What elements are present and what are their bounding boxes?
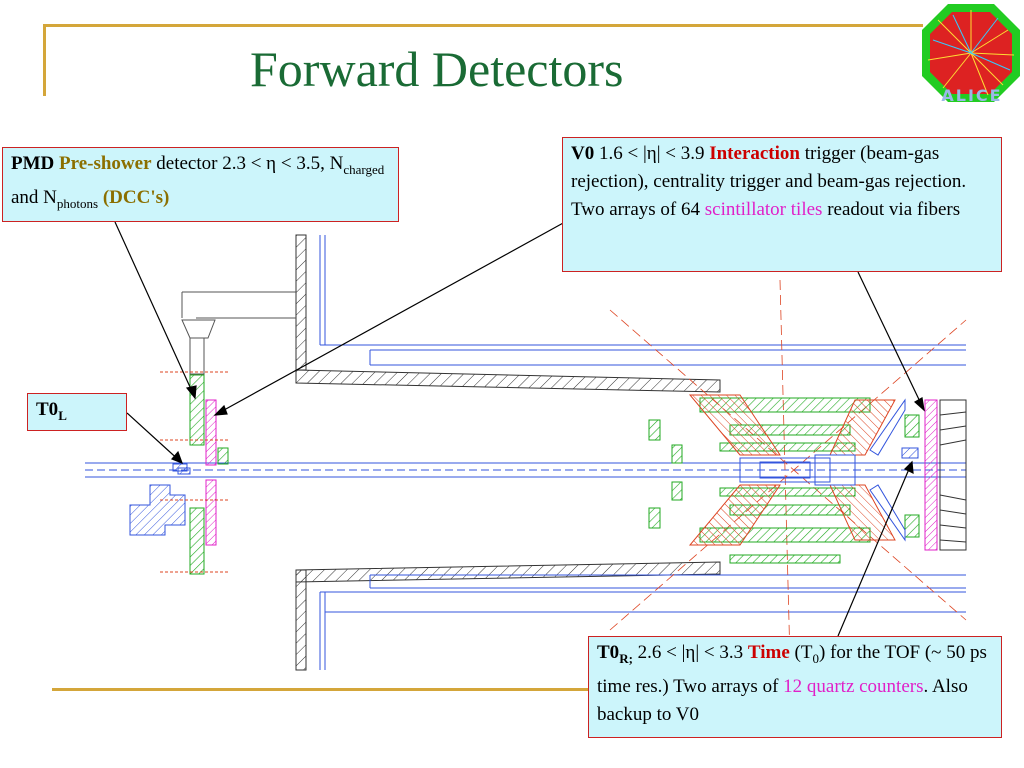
red-cone-structure	[688, 394, 896, 546]
v0-desc-end: readout via fibers	[822, 199, 961, 220]
left-red-frame	[160, 371, 230, 573]
t0r-desc3: . Also backup to V0	[597, 675, 968, 725]
dcc-text: (DCC's)	[98, 186, 170, 208]
pmd-label: PMD	[11, 153, 55, 174]
interaction-text: Interaction	[709, 143, 800, 164]
t0r-sub: R;	[619, 650, 633, 666]
v0-label: V0	[571, 143, 595, 164]
t0l-detector	[172, 463, 191, 475]
frame-top-rule	[43, 24, 923, 27]
left-support-block	[129, 484, 186, 536]
right-end-structure	[869, 398, 967, 551]
photons-sub: photons	[56, 195, 99, 211]
v0-callout: V0 1.6 < |η| < 3.9 Interaction trigger (…	[562, 137, 1002, 272]
v0-left-counters	[648, 419, 683, 529]
t0r-callout: T0R; 2.6 < |η| < 3.3 Time (T0) for the T…	[588, 636, 1002, 738]
t0r-label: T0	[597, 642, 620, 663]
magnet-frame	[319, 235, 966, 670]
pre-shower-text: Pre-shower	[59, 153, 152, 174]
quartz-text: 12 quartz counters	[783, 675, 924, 697]
pmd-range-text: detector 2.3 < η < 3.5, N	[151, 153, 344, 174]
alice-logo-icon	[922, 4, 1020, 102]
absorber	[295, 234, 721, 671]
t0r-range: 2.6 < |η| < 3.3	[632, 642, 748, 663]
t0r-desc2: ) for the TOF (~ 50 ps time res.) Two ar…	[597, 642, 987, 697]
pmd-support	[181, 291, 296, 375]
v0-desc: trigger (beam-gas rejection), centrality…	[571, 143, 967, 220]
scintillator-text: scintillator tiles	[704, 199, 823, 220]
beam-pipe	[85, 462, 966, 478]
interaction-region	[739, 454, 856, 486]
pmd-callout: PMD Pre-shower detector 2.3 < η < 3.5, N…	[2, 147, 399, 222]
frame-bottom-rule	[52, 688, 592, 691]
t0-sub: 0	[812, 650, 819, 666]
alice-logo-text: ALICE	[941, 86, 1003, 105]
t0l-sub: L	[58, 407, 67, 423]
pmd-and-text: and N	[11, 186, 57, 208]
v0-range: 1.6 < |η| < 3.9	[594, 143, 710, 164]
t0l-callout: T0L	[27, 393, 127, 431]
slide-title: Forward Detectors	[250, 41, 624, 97]
t0l-label: T0	[36, 399, 59, 420]
t0r-desc1: (T	[789, 642, 813, 663]
frame-left-rule	[43, 24, 46, 96]
charged-sub: charged	[343, 161, 385, 177]
pointer-lines	[114, 221, 925, 637]
pmd-detector	[189, 374, 229, 575]
time-text: Time	[747, 642, 790, 663]
eta-lines	[609, 279, 967, 661]
